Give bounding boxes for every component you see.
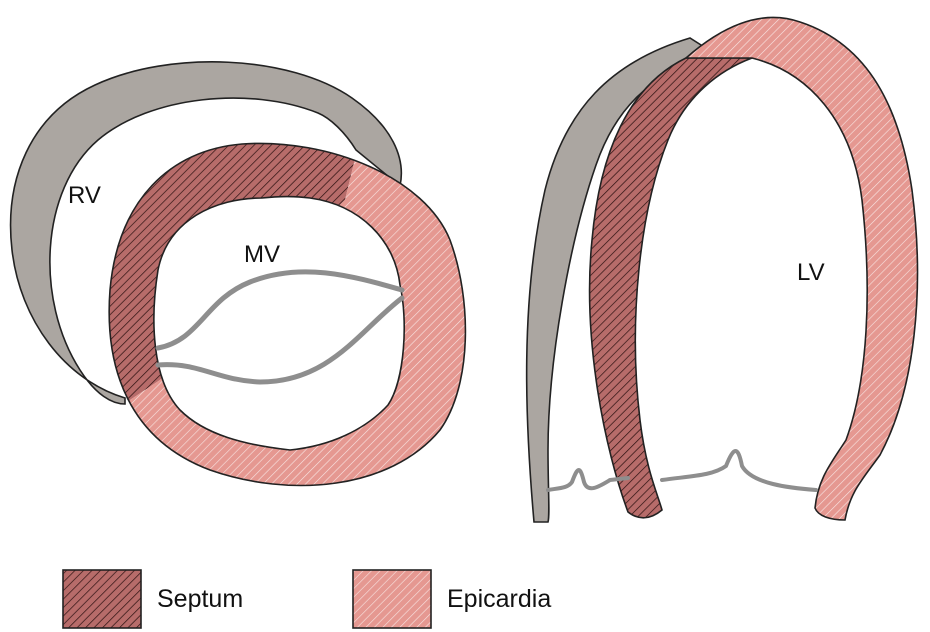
legend: Septum Epicardia — [62, 569, 551, 629]
legend-swatch-epicardia — [352, 569, 432, 629]
long-axis-view: LV — [525, 16, 919, 523]
rv-label: RV — [68, 182, 101, 209]
short-axis-view: RV MV — [9, 61, 467, 487]
valve-plane — [546, 449, 818, 492]
mv-label: MV — [244, 241, 280, 268]
epicardia-wall — [683, 16, 919, 521]
mitral-leaflet-anterior — [155, 269, 405, 351]
lv-cavity — [153, 195, 406, 451]
legend-label-septum: Septum — [157, 585, 243, 613]
legend-swatch-septum — [62, 569, 142, 629]
legend-label-epicardia: Epicardia — [447, 585, 551, 613]
septum-wall — [588, 57, 753, 519]
lv-ring-outline — [108, 142, 467, 487]
mitral-leaflet-posterior — [155, 295, 405, 385]
lv-label: LV — [797, 259, 825, 286]
rv-free-wall — [9, 61, 403, 405]
